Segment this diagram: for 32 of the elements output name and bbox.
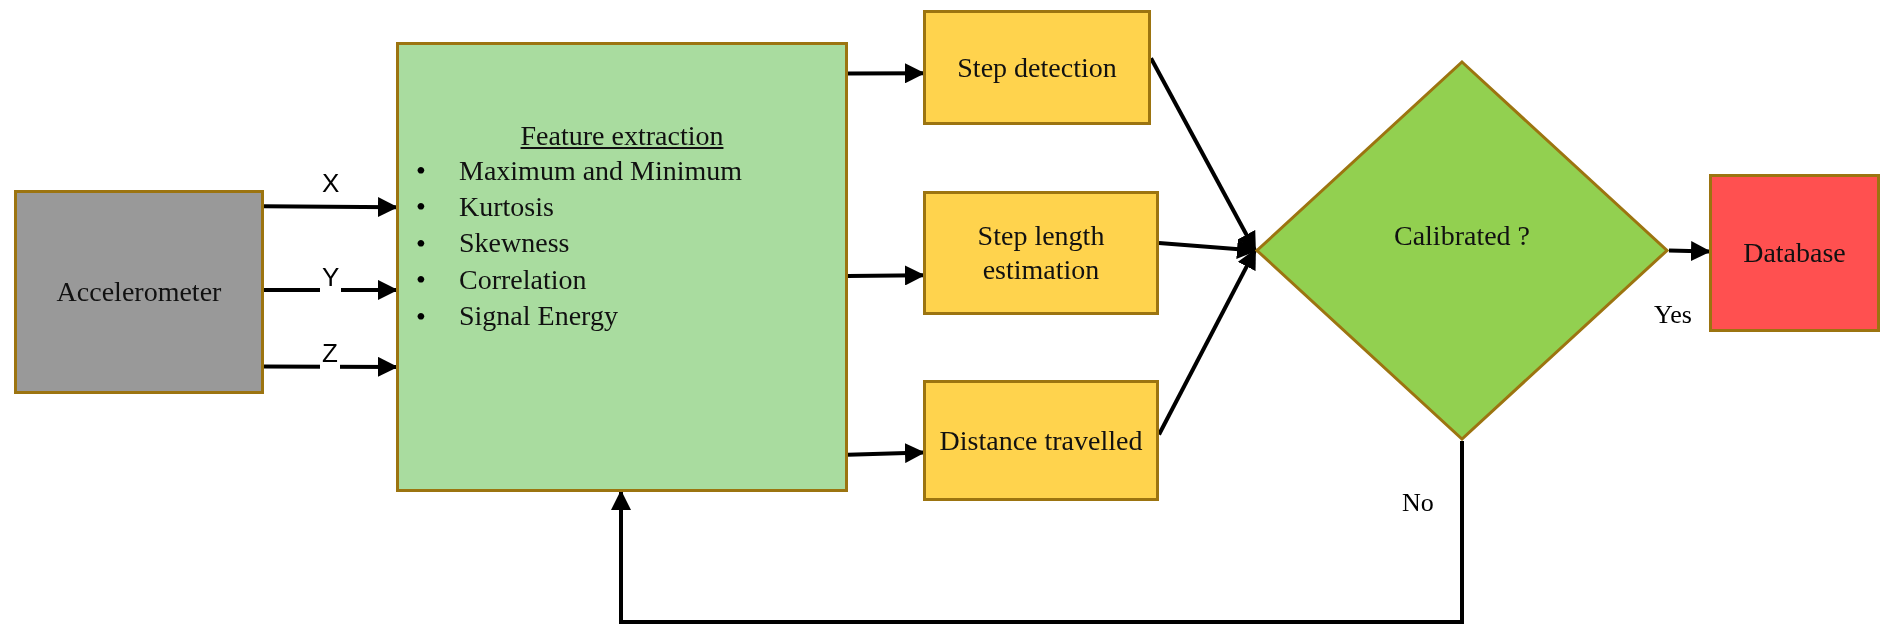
bullet-point: • [416,299,426,334]
arrow [611,441,1464,624]
process-box [923,380,1159,501]
bullet-item: Correlation [459,262,588,297]
process-box [396,42,848,492]
process-box [1709,174,1880,332]
bullet-item: Maximum and Minimum [459,153,743,188]
process-box [14,190,264,394]
arrow [264,356,398,377]
arrow [848,63,925,84]
box-label: Step length estimation [976,219,1106,287]
decision-label: Calibrated ? [1392,218,1532,253]
process-box [923,191,1159,315]
arrow [847,443,925,464]
box-label: Accelerometer [55,275,223,309]
bullet-item: Skewness [459,226,571,261]
heading: Feature extraction [520,119,724,153]
bullet-point: • [416,263,426,298]
bullet-item: Kurtosis [459,190,555,224]
box-label: Database [1742,236,1847,270]
box-label: Step detection [956,50,1118,85]
process-box [923,10,1151,125]
box-label: Distance travelled [938,423,1144,458]
arrow [1157,248,1257,436]
arrow [264,197,398,218]
arrow [847,265,925,286]
bullet-item: Signal Energy [459,299,619,334]
arrow [264,279,398,300]
arrow [1668,241,1711,261]
bullet-point: • [416,226,426,261]
bullet-point: • [416,154,426,188]
bullet-point: • [416,190,426,225]
